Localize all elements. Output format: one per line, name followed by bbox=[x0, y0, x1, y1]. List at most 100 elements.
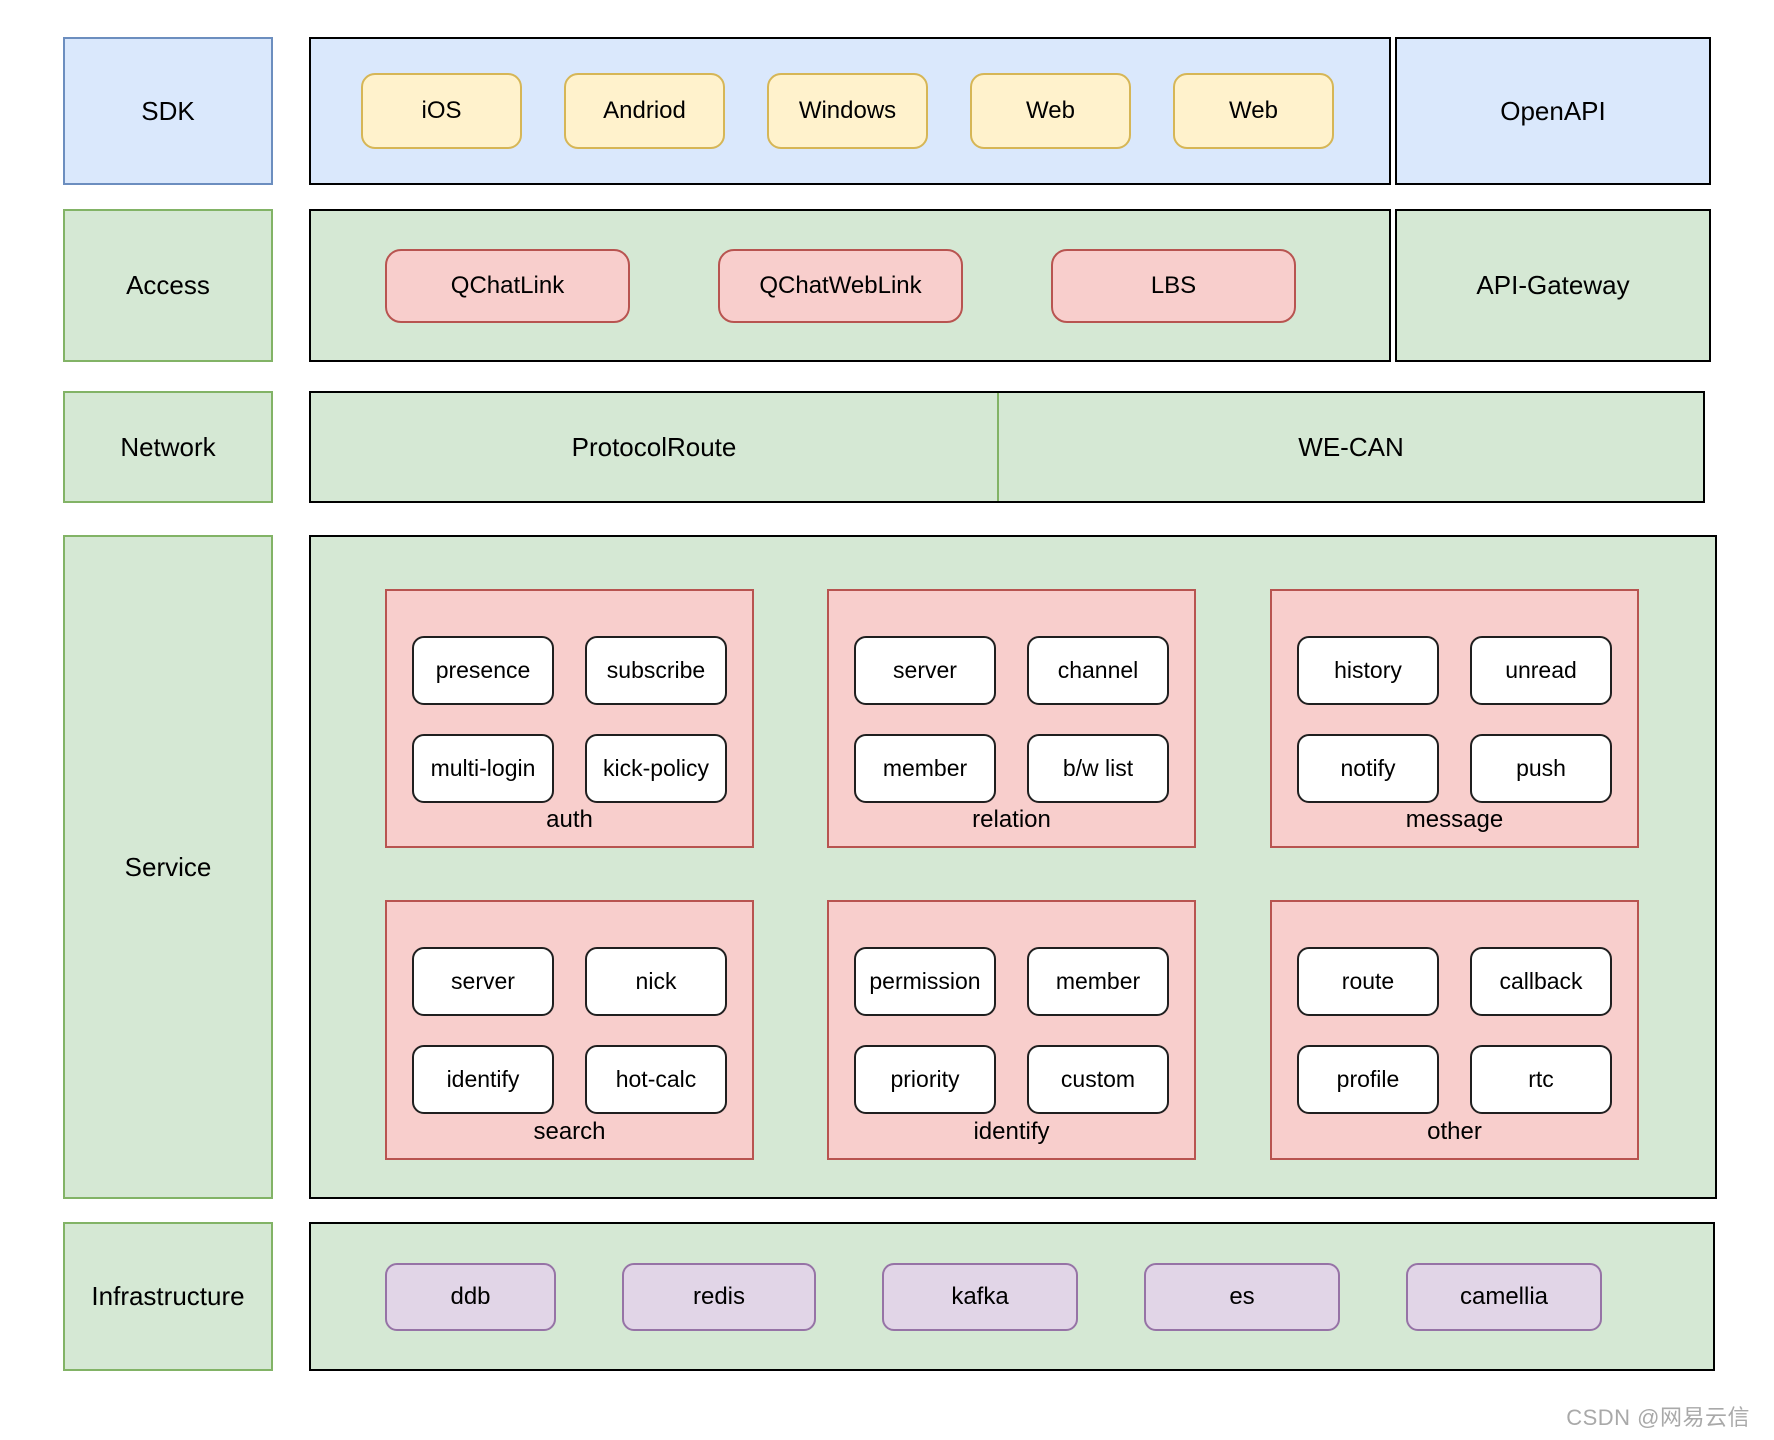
service-box-server: server bbox=[854, 636, 996, 705]
infra-box-label: camellia bbox=[1459, 1282, 1549, 1310]
infrastructure-container: ddb redis kafka es camellia bbox=[309, 1222, 1715, 1371]
service-box-multi-login: multi-login bbox=[412, 734, 554, 803]
infra-box-label: redis bbox=[692, 1282, 746, 1310]
access-box-label: QChatLink bbox=[450, 271, 565, 299]
platform-box-web-1: Web bbox=[970, 73, 1131, 149]
service-box-label: server bbox=[893, 657, 957, 683]
service-box-label: push bbox=[1516, 755, 1566, 781]
service-box-permission: permission bbox=[854, 947, 996, 1016]
service-group-identify: permission member priority custom identi… bbox=[827, 900, 1196, 1160]
service-box-label: subscribe bbox=[606, 657, 706, 683]
api-gateway-label: API-Gateway bbox=[1476, 270, 1630, 300]
service-box-presence: presence bbox=[412, 636, 554, 705]
platform-box-web-2: Web bbox=[1173, 73, 1334, 149]
service-box-label: rtc bbox=[1528, 1066, 1554, 1092]
service-box-identify: identify bbox=[412, 1045, 554, 1114]
service-group-name: identify bbox=[973, 1118, 1050, 1145]
service-group-grid: permission member priority custom bbox=[854, 947, 1169, 1114]
platform-label: Web bbox=[1026, 97, 1075, 124]
service-box-member: member bbox=[1027, 947, 1169, 1016]
service-box-label: identify bbox=[446, 1066, 520, 1092]
service-group-message: history unread notify push message bbox=[1270, 589, 1639, 848]
service-box-label: permission bbox=[864, 967, 986, 996]
sdk-label-text: SDK bbox=[141, 95, 195, 126]
watermark-text: CSDN @网易云信 bbox=[1566, 1405, 1750, 1430]
service-group-name: auth bbox=[546, 806, 593, 833]
platform-box-ios: iOS bbox=[361, 73, 522, 149]
network-container: ProtocolRoute WE-CAN bbox=[309, 391, 1705, 503]
network-cell-wecan: WE-CAN bbox=[997, 393, 1703, 501]
infra-box-label: es bbox=[1229, 1282, 1255, 1310]
service-box-label: member bbox=[1055, 968, 1141, 994]
service-group-grid: route callback profile rtc bbox=[1297, 947, 1612, 1114]
service-box-subscribe: subscribe bbox=[585, 636, 727, 705]
service-group-relation: server channel member b/w list relation bbox=[827, 589, 1196, 848]
platform-label: Windows bbox=[798, 97, 897, 124]
service-box-label: priority bbox=[890, 1066, 960, 1092]
access-box-qchatlink: QChatLink bbox=[385, 248, 630, 323]
service-box-label: history bbox=[1334, 657, 1402, 683]
service-box-rtc: rtc bbox=[1470, 1045, 1612, 1114]
service-group-grid: server channel member b/w list bbox=[854, 636, 1169, 803]
service-box-history: history bbox=[1297, 636, 1439, 705]
access-box-label: LBS bbox=[1150, 271, 1197, 299]
service-box-label: callback bbox=[1499, 968, 1583, 994]
service-box-nick: nick bbox=[585, 947, 727, 1016]
service-box-route: route bbox=[1297, 947, 1439, 1016]
service-box-custom: custom bbox=[1027, 1045, 1169, 1114]
platform-box-android: Andriod bbox=[564, 73, 725, 149]
access-box-qchatweblink: QChatWebLink bbox=[718, 248, 963, 323]
service-box-label: notify bbox=[1340, 755, 1396, 781]
service-box-callback: callback bbox=[1470, 947, 1612, 1016]
service-box-label: hot-calc bbox=[615, 1066, 697, 1092]
service-box-member: member bbox=[854, 734, 996, 803]
infrastructure-label-text: Infrastructure bbox=[91, 1281, 245, 1311]
layer-label-sdk: SDK bbox=[63, 37, 273, 185]
infra-box-label: kafka bbox=[951, 1282, 1009, 1310]
network-cell-label: ProtocolRoute bbox=[571, 431, 737, 462]
service-box-channel: channel bbox=[1027, 636, 1169, 705]
service-box-label: server bbox=[451, 968, 515, 994]
service-box-label: presence bbox=[435, 657, 531, 683]
platform-label: Andriod bbox=[603, 97, 686, 124]
service-label-text: Service bbox=[124, 851, 212, 882]
infra-box-ddb: ddb bbox=[385, 1262, 556, 1331]
service-box-label: multi-login bbox=[430, 755, 536, 781]
service-group-name: relation bbox=[972, 806, 1051, 833]
access-box-lbs: LBS bbox=[1051, 248, 1296, 323]
service-box-label: nick bbox=[635, 968, 677, 994]
service-box-notify: notify bbox=[1297, 734, 1439, 803]
openapi-box: OpenAPI bbox=[1395, 37, 1711, 185]
infra-box-redis: redis bbox=[622, 1262, 816, 1331]
service-box-bw-list: b/w list bbox=[1027, 734, 1169, 803]
network-cell-protocolroute: ProtocolRoute bbox=[311, 393, 997, 501]
service-group-auth: presence subscribe multi-login kick-poli… bbox=[385, 589, 754, 848]
layer-label-access: Access bbox=[63, 209, 273, 362]
service-box-label: channel bbox=[1057, 657, 1139, 683]
service-group-name: message bbox=[1405, 806, 1504, 833]
service-group-other: route callback profile rtc other bbox=[1270, 900, 1639, 1160]
access-label-text: Access bbox=[126, 270, 210, 300]
openapi-label: OpenAPI bbox=[1500, 95, 1606, 126]
service-box-label: route bbox=[1341, 968, 1395, 994]
access-container: QChatLink QChatWebLink LBS bbox=[309, 209, 1391, 362]
service-box-profile: profile bbox=[1297, 1045, 1439, 1114]
service-group-name: search bbox=[533, 1118, 606, 1145]
service-box-server: server bbox=[412, 947, 554, 1016]
service-box-label: profile bbox=[1336, 1066, 1400, 1092]
sdk-container: iOS Andriod Windows Web Web bbox=[309, 37, 1391, 185]
service-group-grid: history unread notify push bbox=[1297, 636, 1612, 803]
service-box-unread: unread bbox=[1470, 636, 1612, 705]
network-label-text: Network bbox=[120, 431, 216, 462]
infra-box-camellia: camellia bbox=[1406, 1262, 1602, 1331]
platform-label: Web bbox=[1229, 97, 1278, 124]
service-box-label: kick-policy bbox=[602, 755, 710, 781]
service-box-label: custom bbox=[1060, 1066, 1136, 1092]
service-box-push: push bbox=[1470, 734, 1612, 803]
service-box-kick-policy: kick-policy bbox=[585, 734, 727, 803]
service-group-name: other bbox=[1427, 1118, 1482, 1145]
service-group-search: server nick identify hot-calc search bbox=[385, 900, 754, 1160]
layer-label-infrastructure: Infrastructure bbox=[63, 1222, 273, 1371]
infra-box-label: ddb bbox=[450, 1282, 491, 1310]
